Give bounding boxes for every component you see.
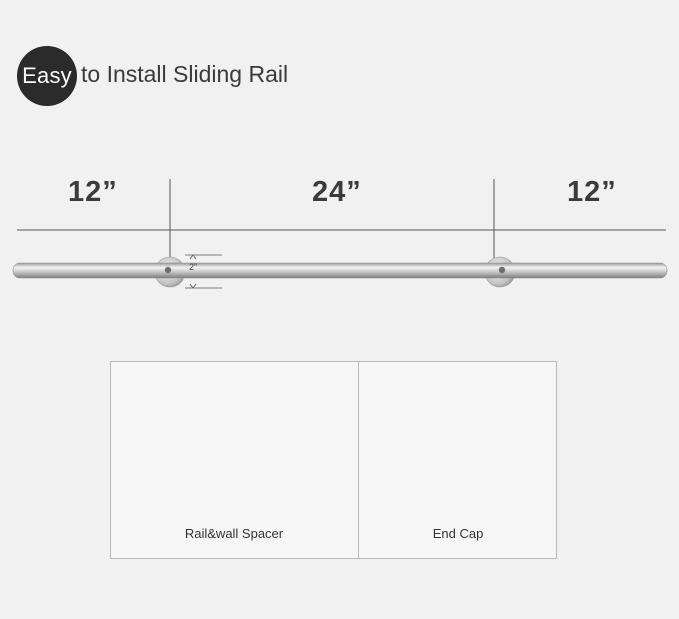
screw-right: [498, 266, 506, 274]
spacer-gap-label: 2”: [189, 262, 198, 272]
spacer-gap-marker: [185, 254, 222, 289]
end-cap-caption: End Cap: [432, 526, 484, 541]
dimension-guides: [17, 179, 666, 262]
rail-bar: [12, 262, 668, 279]
dimension-middle-label: 24”: [312, 176, 362, 208]
dimension-left-label: 12”: [68, 176, 118, 208]
headline-text: to Install Sliding Rail: [81, 61, 289, 87]
dimension-right-label: 12”: [567, 176, 617, 208]
rail-wall-spacer-caption: Rail&wall Spacer: [184, 526, 284, 541]
detail-divider: [358, 361, 359, 559]
detail-panel: [110, 361, 557, 559]
screw-left: [164, 266, 172, 274]
badge-text: Easy: [22, 63, 72, 88]
easy-badge: Easy: [17, 46, 77, 106]
